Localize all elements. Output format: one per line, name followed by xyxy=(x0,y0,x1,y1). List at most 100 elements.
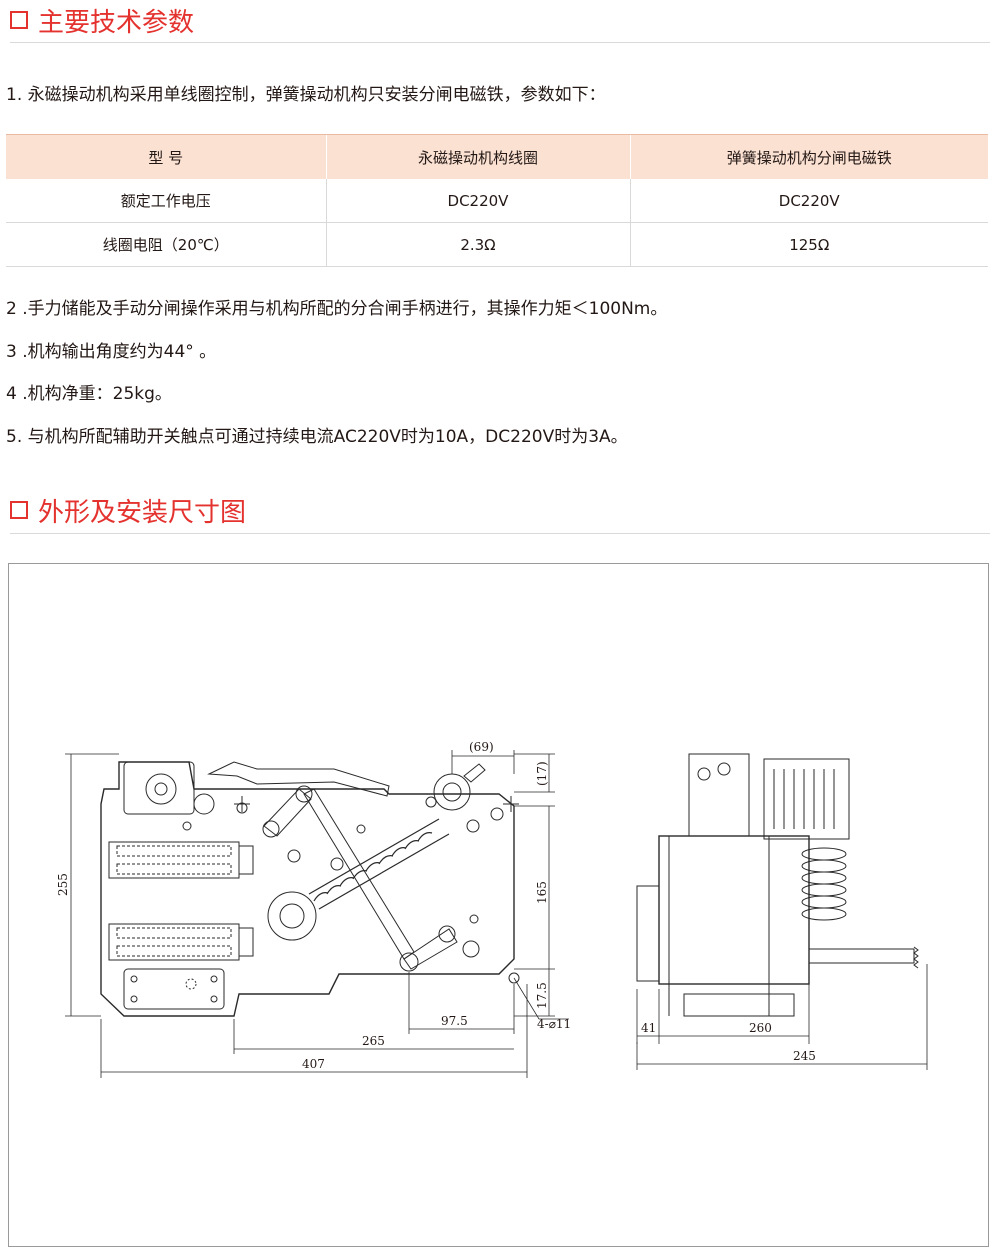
section-title: 主要技术参数 xyxy=(38,7,195,38)
front-view xyxy=(100,761,520,1017)
mount-hole xyxy=(130,995,138,1003)
motor-gear-hub xyxy=(154,782,168,796)
pivot xyxy=(462,940,480,958)
note-item: 5. 与机构所配辅助开关触点可通过持续电流AC220V时为10A，DC220V时… xyxy=(6,427,628,447)
side-view-dimensions xyxy=(636,964,928,1070)
table-header-cell: 弹簧操动机构分闸电磁铁 xyxy=(629,134,988,179)
side-view xyxy=(636,753,919,1017)
pivot xyxy=(356,824,366,834)
square-bullet-icon xyxy=(10,11,28,29)
motor-gear xyxy=(145,773,177,805)
dim-label-245: 245 xyxy=(793,1049,816,1063)
linkage-arm xyxy=(403,928,458,970)
main-shaft-hub xyxy=(279,903,305,929)
terminal-block-lower xyxy=(108,923,240,961)
section-heading-parameters: 主要技术参数 xyxy=(10,0,194,40)
table-header-cell: 型 号 xyxy=(6,134,326,179)
parameter-table: 型 号 永磁操动机构线圈 弹簧操动机构分闸电磁铁 额定工作电压 DC220V D… xyxy=(6,134,988,267)
output-pivot xyxy=(399,952,419,972)
lower-bracket xyxy=(123,968,225,1010)
dimension-drawing-frame: (69) (17) 255 165 17.5 97.5 265 407 4-⌀1… xyxy=(8,563,989,1247)
dim-label-260: 260 xyxy=(749,1021,772,1035)
table-row: 线圈电阻（20℃） 2.3Ω 125Ω xyxy=(6,222,988,267)
terminal-strip xyxy=(116,863,232,875)
table-cell: DC220V xyxy=(325,179,630,223)
side-upper-block xyxy=(688,753,750,837)
pivot xyxy=(287,849,301,863)
side-plates xyxy=(668,836,795,1017)
side-switch-ribs xyxy=(773,769,835,829)
dim-label-255: 255 xyxy=(56,873,70,896)
terminal-strip xyxy=(116,845,232,857)
mount-hole-11 xyxy=(508,972,520,984)
section-divider xyxy=(10,42,990,43)
square-bullet-icon xyxy=(10,501,28,519)
pivot xyxy=(262,820,280,838)
table-cell: 2.3Ω xyxy=(325,222,630,267)
intro-text: 1. 永磁操动机构采用单线圈控制，弹簧操动机构只安装分闸电磁铁，参数如下： xyxy=(6,85,606,105)
table-cell: 线圈电阻（20℃） xyxy=(6,222,326,267)
dim-label-17-5: 17.5 xyxy=(535,982,549,1009)
mount-hole xyxy=(210,975,218,983)
front-view-dimension-labels: (69) (17) 255 165 17.5 97.5 265 407 4-⌀1… xyxy=(56,740,571,1071)
linkage-arm xyxy=(303,788,415,960)
grease-nipple xyxy=(463,763,486,783)
side-output-shaft xyxy=(808,948,915,964)
note-item: 4 .机构净重：25kg。 xyxy=(6,384,172,404)
motor-housing xyxy=(123,761,195,815)
pivot xyxy=(466,819,480,833)
main-shaft xyxy=(267,891,317,941)
dim-label-69: (69) xyxy=(469,740,494,754)
table-cell: 额定工作电压 xyxy=(6,179,326,223)
mount-hole-11 xyxy=(185,978,197,990)
table-header-cell: 永磁操动机构线圈 xyxy=(325,134,630,179)
pivot xyxy=(295,785,313,803)
section-title: 外形及安装尺寸图 xyxy=(38,497,247,528)
side-frame-left xyxy=(636,885,660,982)
closing-spring xyxy=(308,818,450,910)
side-spring xyxy=(801,847,847,921)
terminal-strip xyxy=(116,945,232,957)
pivot xyxy=(490,807,504,821)
mount-hole xyxy=(130,975,138,983)
side-main-body xyxy=(658,835,810,985)
connector xyxy=(238,845,254,875)
center-mark xyxy=(234,796,519,812)
pivot xyxy=(438,925,456,943)
mount-hole xyxy=(210,995,218,1003)
mount-hole xyxy=(182,821,192,831)
pivot xyxy=(469,914,479,924)
dim-label-165: 165 xyxy=(535,881,549,904)
dim-label-97-5: 97.5 xyxy=(441,1014,468,1028)
hole-callout: 4-⌀11 xyxy=(537,1017,571,1031)
dim-label-265: 265 xyxy=(362,1034,385,1048)
spring-eye-bore xyxy=(442,782,462,802)
front-view-dimensions xyxy=(65,750,569,1078)
connector xyxy=(238,927,254,957)
side-view-dimension-labels: 41 260 245 xyxy=(641,1021,816,1063)
note-item: 3 .机构输出角度约为44° 。 xyxy=(6,342,217,362)
pivot xyxy=(330,857,344,871)
handle-arm xyxy=(207,761,390,797)
boss xyxy=(193,793,215,815)
mount-hole xyxy=(425,796,437,808)
dim-label-17: (17) xyxy=(535,761,549,786)
side-switch-stack xyxy=(763,758,850,840)
pivot xyxy=(697,767,711,781)
terminal-block-upper xyxy=(108,841,240,879)
side-shaft-spline xyxy=(913,946,919,969)
section-divider xyxy=(10,533,990,534)
linkage-arm xyxy=(263,788,312,837)
dimension-drawing: (69) (17) 255 165 17.5 97.5 265 407 4-⌀1… xyxy=(56,740,928,1078)
section-heading-dimensions: 外形及安装尺寸图 xyxy=(10,490,246,530)
table-cell: DC220V xyxy=(629,179,988,223)
spring-eye xyxy=(433,773,471,811)
note-item: 2 .手力储能及手动分闸操作采用与机构所配的分合闸手柄进行，其操作力矩＜100N… xyxy=(6,299,668,319)
terminal-strip xyxy=(116,927,232,939)
pivot xyxy=(717,762,731,776)
table-cell: 125Ω xyxy=(629,222,988,267)
table-row: 额定工作电压 DC220V DC220V xyxy=(6,179,988,223)
dim-label-41: 41 xyxy=(641,1021,656,1035)
table-header-row: 型 号 永磁操动机构线圈 弹簧操动机构分闸电磁铁 xyxy=(6,134,988,179)
dim-label-407: 407 xyxy=(302,1057,325,1071)
